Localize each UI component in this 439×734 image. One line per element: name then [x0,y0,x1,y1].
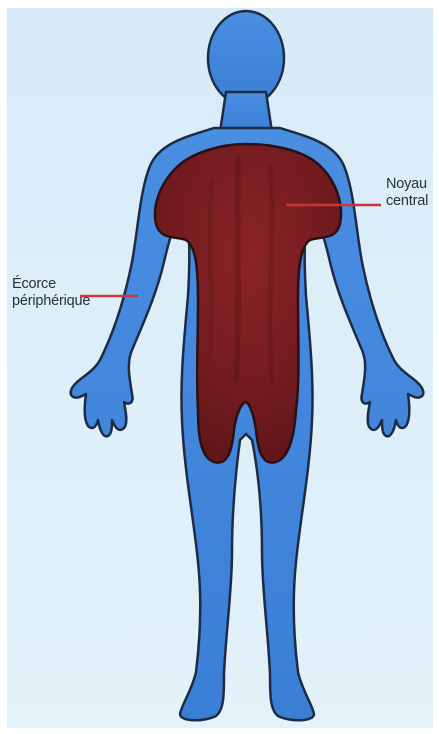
core-label-line1: Noyau [386,176,428,193]
core-label: Noyau central [386,176,428,210]
shell-label-line2: périphérique [12,293,90,310]
shell-label-line1: Écorce [12,276,90,293]
shell-label: Écorce périphérique [12,276,90,310]
core-label-line2: central [386,193,428,210]
